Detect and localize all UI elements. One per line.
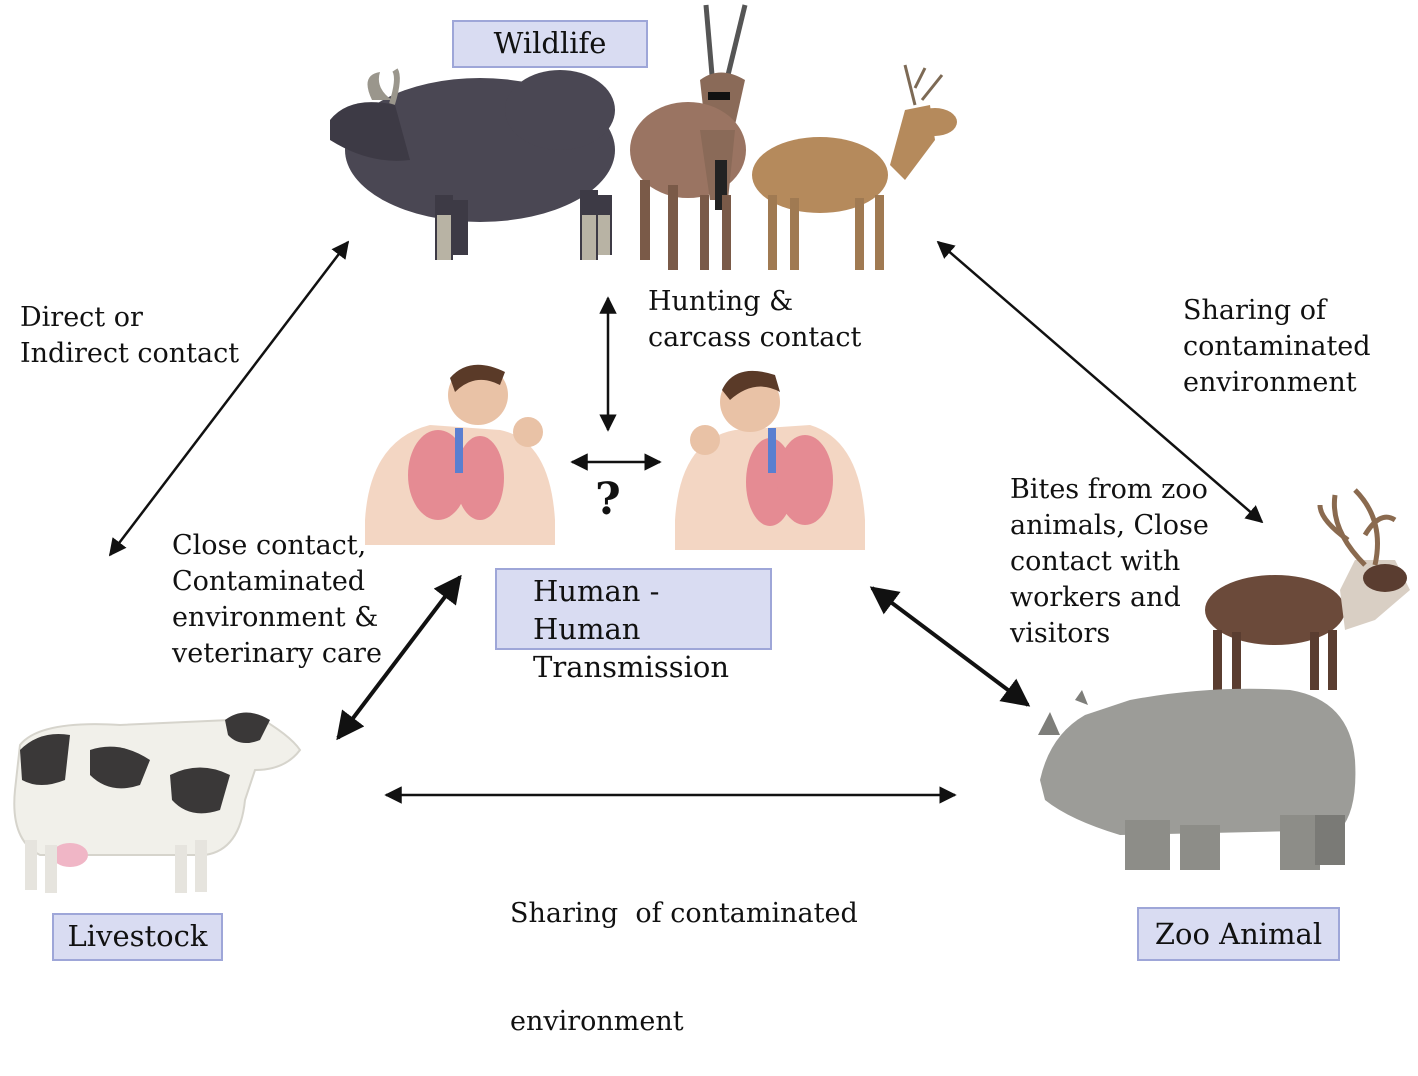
label-line: environment & <box>172 602 379 633</box>
label-sharing-environment-livestock-zoo: Sharing of contaminated environment <box>510 824 858 1076</box>
oryx-icon <box>630 4 748 270</box>
livestock-box: Livestock <box>52 913 223 961</box>
zoo-animal-label: Zoo Animal <box>1154 917 1323 951</box>
label-line: environment <box>510 1006 684 1037</box>
label-line: Sharing of contaminated <box>510 898 858 929</box>
label-bites-zoo: Bites from zoo animals, Close contact wi… <box>1010 472 1209 652</box>
human-transmission-label-line2: Transmission <box>533 650 730 684</box>
label-line: Hunting & <box>648 286 794 317</box>
label-line: Indirect contact <box>20 338 240 369</box>
label-line: Bites from zoo <box>1010 474 1208 505</box>
label-line: Contaminated <box>172 566 366 597</box>
label-sharing-environment-wildlife-zoo: Sharing of contaminated environment <box>1183 293 1371 401</box>
coughing-person-icon <box>365 364 555 545</box>
zoo-animal-box: Zoo Animal <box>1137 907 1340 961</box>
label-close-contact-livestock: Close contact, Contaminated environment … <box>172 528 382 672</box>
arrow-zoo-human <box>869 586 1031 707</box>
label-line: Close contact, <box>172 530 367 561</box>
coughing-person-icon <box>675 370 865 550</box>
deer-icon <box>752 64 957 270</box>
livestock-label: Livestock <box>67 919 208 953</box>
label-line: Direct or <box>20 302 143 333</box>
reindeer-icon <box>1205 488 1410 690</box>
human-transmission-label-line1: Human - Human <box>533 574 660 646</box>
label-direct-indirect-contact: Direct or Indirect contact <box>20 300 239 372</box>
wildlife-label: Wildlife <box>493 26 607 60</box>
label-line: veterinary care <box>172 638 382 669</box>
arrow-livestock-human <box>336 574 462 741</box>
rhino-icon <box>1038 688 1356 870</box>
arrow-wildlife-livestock <box>108 240 350 557</box>
human-transmission-box: Human - Human Transmission <box>495 568 772 684</box>
diagram-canvas <box>13 4 1410 893</box>
arrow-wildlife-zoo <box>936 240 1264 524</box>
cow-icon <box>13 712 302 893</box>
label-line: animals, Close <box>1010 510 1209 541</box>
label-hunting-carcass: Hunting & carcass contact <box>648 284 861 356</box>
label-line: workers and <box>1010 582 1181 613</box>
label-line: visitors <box>1010 618 1111 649</box>
label-line: carcass contact <box>648 322 862 353</box>
label-line: environment <box>1183 367 1357 398</box>
label-line: contact with <box>1010 546 1181 577</box>
label-line: contaminated <box>1183 331 1371 362</box>
label-line: Sharing of <box>1183 295 1327 326</box>
gaur-icon <box>330 68 615 260</box>
wildlife-box: Wildlife <box>452 20 648 68</box>
question-mark: ? <box>595 474 621 525</box>
